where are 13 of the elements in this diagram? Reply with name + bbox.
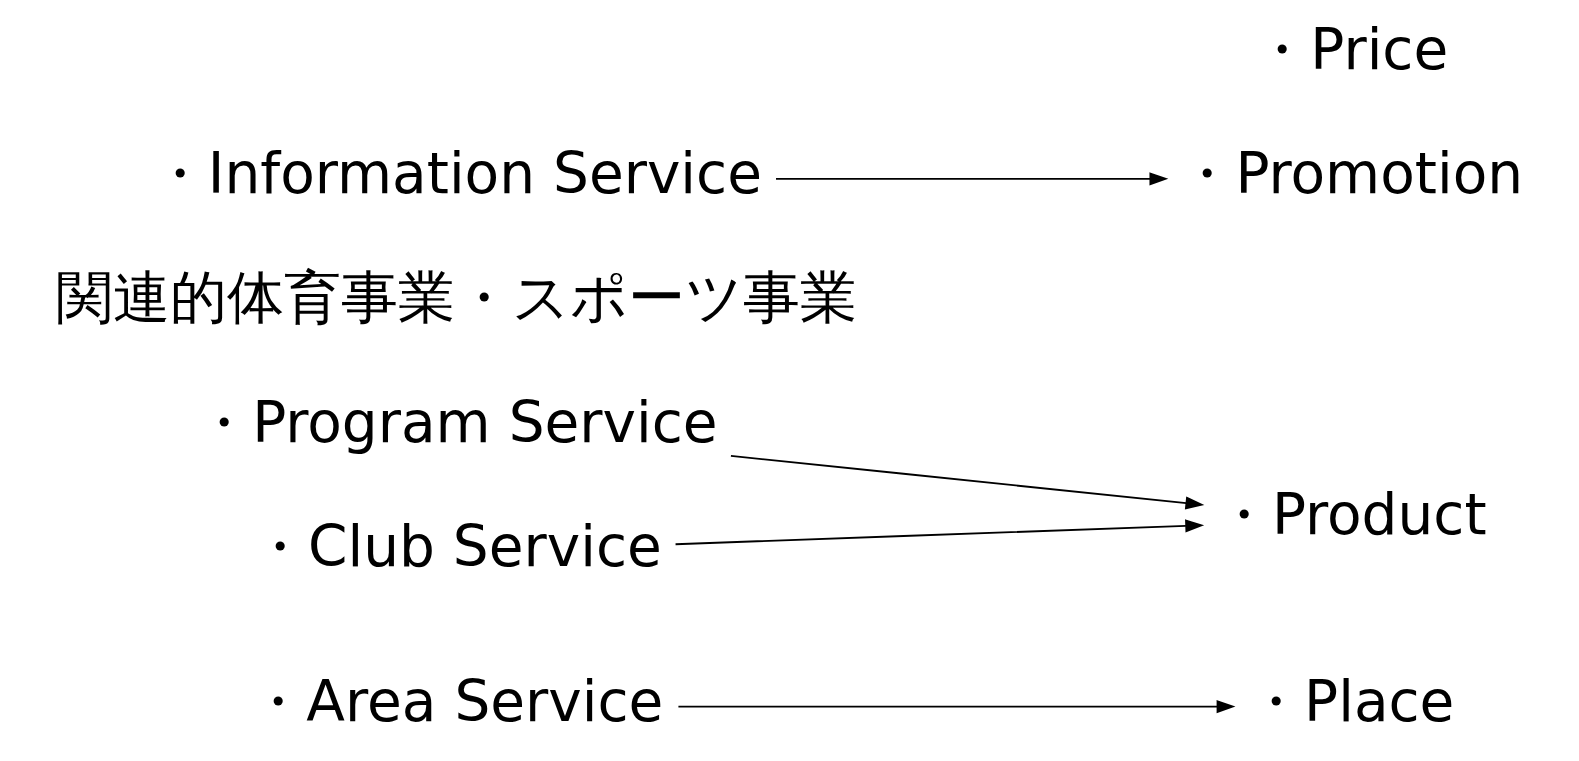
- node-text: ・Product: [1214, 482, 1487, 548]
- node-text: ・Program Service: [194, 389, 718, 455]
- node-text: ・Place: [1246, 668, 1454, 734]
- node-text: ・Promotion: [1177, 140, 1523, 206]
- arrow: [729, 454, 1204, 510]
- arrow: [774, 172, 1168, 186]
- node-text: ・Area Service: [248, 668, 663, 734]
- arrow: [674, 519, 1204, 546]
- node-text: ・Price: [1252, 16, 1448, 82]
- arrow: [676, 699, 1235, 714]
- node-text: ・Club Service: [250, 514, 662, 580]
- label: 関連的体育事業・スポーツ事業: [55, 265, 857, 331]
- node-text: ・Information Service: [150, 140, 762, 206]
